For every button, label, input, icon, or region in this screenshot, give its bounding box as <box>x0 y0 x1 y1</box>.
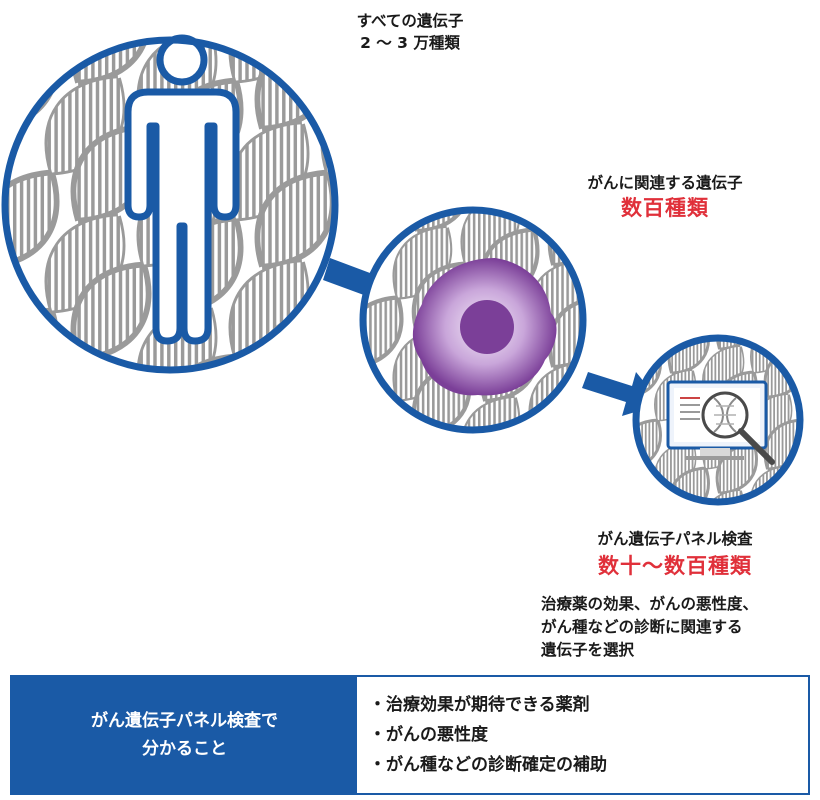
stage2-count: 数百種類 <box>621 196 709 220</box>
stage1-count: 2 〜 3 万種類 <box>360 34 460 52</box>
stage1-circle <box>1 34 339 374</box>
description-line: 治療薬の効果、がんの悪性度、 <box>541 595 759 613</box>
person-icon <box>124 34 240 345</box>
cancer-cell-icon <box>412 258 557 396</box>
stage3-labels: がん遺伝子パネル検査 数十〜数百種類 <box>560 527 790 581</box>
stage3-circle <box>632 334 804 506</box>
summary-item: ・治療効果が期待できる薬剤 <box>369 695 590 715</box>
summary-heading-line: がん遺伝子パネル検査で <box>91 711 278 731</box>
stage2-title: がんに関連する遺伝子 <box>587 174 743 192</box>
summary-item: ・がんの悪性度 <box>369 725 488 745</box>
summary-heading-line: 分かること <box>142 739 227 759</box>
stage1-title: すべての遺伝子 <box>356 12 464 30</box>
summary-item: ・がん種などの診断確定の補助 <box>369 755 607 775</box>
summary-box: がん遺伝子パネル検査で 分かること ・治療効果が期待できる薬剤 ・がんの悪性度 … <box>10 675 810 795</box>
summary-list: ・治療効果が期待できる薬剤 ・がんの悪性度 ・がん種などの診断確定の補助 <box>357 677 808 793</box>
description-line: がん種などの診断に関連する <box>541 618 743 636</box>
summary-heading: がん遺伝子パネル検査で 分かること <box>12 677 357 793</box>
description-line: 遺伝子を選択 <box>541 641 635 659</box>
stage3-count: 数十〜数百種類 <box>598 554 752 578</box>
stage3-title: がん遺伝子パネル検査 <box>597 530 753 548</box>
stage2-circle <box>359 206 587 434</box>
stage2-labels: がんに関連する遺伝子 数百種類 <box>540 172 790 222</box>
stage3-description: 治療薬の効果、がんの悪性度、 がん種などの診断に関連する 遺伝子を選択 <box>541 593 758 662</box>
stage1-labels: すべての遺伝子 2 〜 3 万種類 <box>310 10 510 54</box>
monitor-magnifier-icon <box>666 380 775 465</box>
